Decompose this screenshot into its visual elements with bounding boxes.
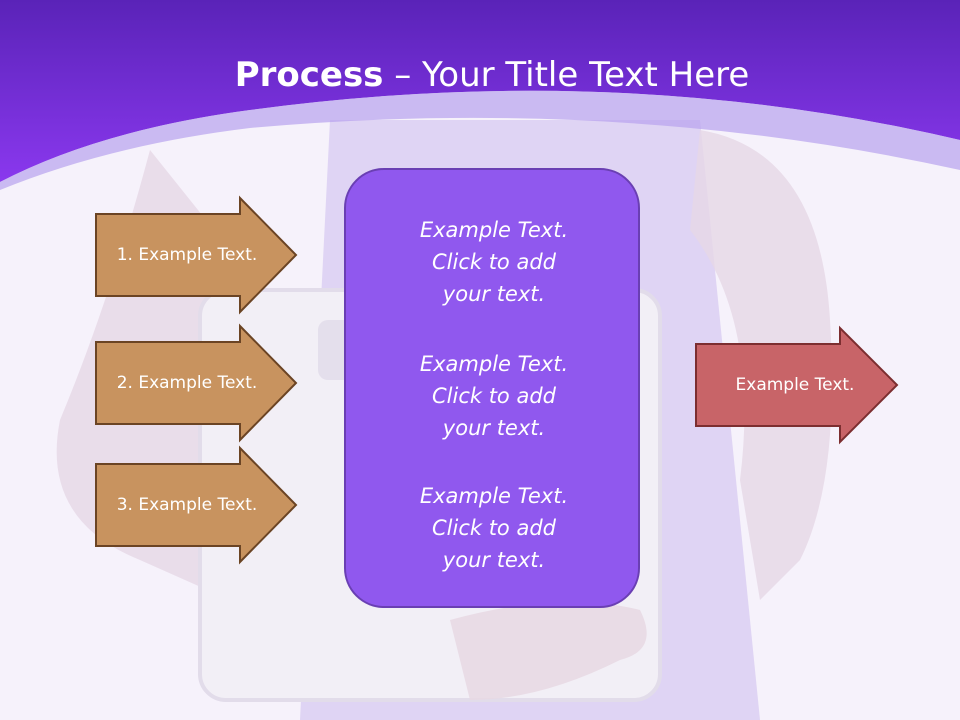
slide-title: Process – Your Title Text Here: [0, 52, 960, 98]
process-text-3: Example Text. Click to add your text.: [419, 484, 569, 572]
result-label: Example Text.: [735, 375, 855, 395]
arrow-right-icon: [95, 323, 298, 443]
title-bold: Process: [234, 55, 384, 95]
step-label: 3. Example Text.: [116, 495, 258, 515]
step-arrow-1[interactable]: 1. Example Text.: [95, 195, 298, 315]
process-text-1: Example Text. Click to add your text.: [419, 218, 569, 306]
step-label: 1. Example Text.: [116, 245, 258, 265]
step-arrow-3[interactable]: 3. Example Text.: [95, 445, 298, 565]
result-arrow[interactable]: Example Text.: [695, 325, 899, 445]
title-rest: – Your Title Text Here: [383, 55, 750, 95]
step-arrow-2[interactable]: 2. Example Text.: [95, 323, 298, 443]
step-label: 2. Example Text.: [116, 373, 258, 393]
arrow-right-icon: [95, 195, 298, 315]
process-text-2: Example Text. Click to add your text.: [419, 352, 569, 440]
process-box[interactable]: Example Text. Click to add your text. Ex…: [344, 168, 640, 608]
arrow-right-icon: [695, 325, 899, 445]
arrow-right-icon: [95, 445, 298, 565]
